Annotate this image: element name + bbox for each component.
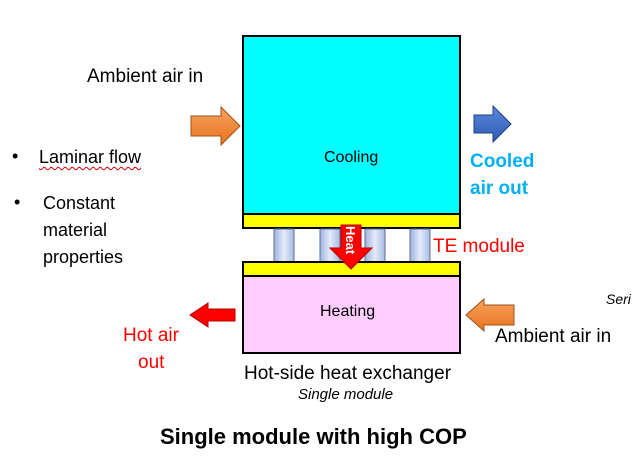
- cooling-box: [242, 35, 461, 215]
- cooled-out-line2: air out: [470, 178, 529, 199]
- te-pillar: [273, 228, 295, 263]
- te-pillar: [319, 228, 341, 263]
- hot-out-line2: out: [138, 352, 165, 373]
- single-module-caption: Single module: [298, 386, 394, 403]
- page-title: Single module with high COP: [160, 424, 467, 449]
- te-module-label: TE module: [433, 236, 525, 257]
- bullet-laminar-flow-text: Laminar flow: [39, 147, 142, 167]
- heat-label: Heat: [343, 226, 358, 255]
- hot-side-hx-label: Hot-side heat exchanger: [244, 363, 452, 384]
- heating-label: Heating: [320, 303, 376, 320]
- te-pillar: [364, 228, 386, 263]
- ambient-in-bottom-arrow: [465, 297, 515, 333]
- bullet-constant-line2: material: [43, 220, 108, 240]
- ambient-in-bottom-label: Ambient air in: [495, 326, 612, 347]
- heat-arrow: [328, 224, 374, 270]
- hot-out-line1: Hot air: [123, 325, 179, 346]
- bullet-constant-line1: Constant: [43, 193, 116, 213]
- ambient-in-top-arrow: [190, 105, 241, 147]
- cooled-out-line1: Cooled: [470, 151, 535, 172]
- bullet-laminar-flow: Laminar flow: [39, 147, 141, 168]
- te-pillar: [409, 228, 431, 263]
- bullet-dot: •: [14, 192, 21, 212]
- cooled-out-arrow: [473, 104, 512, 144]
- edge-cut-text: Seri: [606, 291, 631, 307]
- hot-out-arrow: [189, 302, 236, 328]
- cooling-label: Cooling: [324, 149, 379, 166]
- heating-box: [242, 275, 461, 354]
- ambient-in-top-label: Ambient air in: [87, 66, 204, 87]
- bullet-constant-line3: properties: [43, 247, 124, 267]
- bullet-dot: •: [12, 146, 19, 166]
